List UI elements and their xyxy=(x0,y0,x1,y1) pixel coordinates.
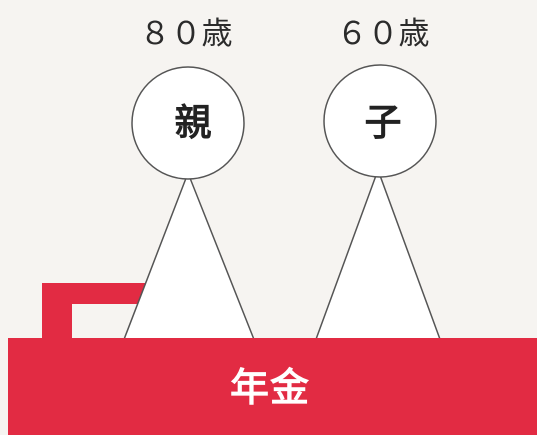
parent-age-label: ８０歳 xyxy=(139,16,233,52)
child-head xyxy=(323,64,437,178)
child-body xyxy=(313,167,443,343)
parent-head xyxy=(131,66,245,180)
child-label: 子 xyxy=(364,101,402,144)
parent-label: 親 xyxy=(174,101,212,144)
pension-label: 年金 xyxy=(229,366,310,411)
child-age-label: ６０歳 xyxy=(336,16,430,52)
pension-bar xyxy=(8,338,537,435)
parent-body xyxy=(121,170,257,343)
pension-bracket xyxy=(42,283,148,342)
